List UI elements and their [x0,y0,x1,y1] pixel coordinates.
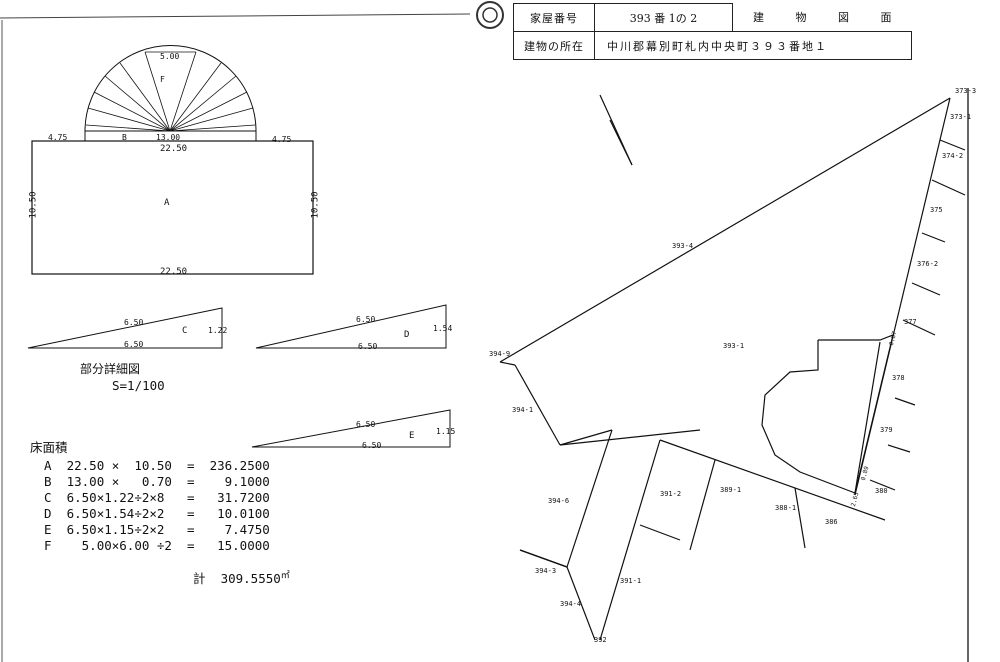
fan-top: 5.00 [160,52,180,61]
detail-c-h1: 1.22 [208,326,228,335]
left-offset: 4.75 [48,133,68,142]
detail-triangle-e [251,409,451,448]
seal-stamp-icon [476,1,504,29]
parcel-label: 393-4 [672,242,694,250]
dim-label: 0.89 [859,465,871,482]
header-table: 家屋番号 393 番 1の 2 建 物 図 面 建物の所在 中川郡幕別町札内中央… [513,3,912,60]
dim-label: 0.87 [887,330,899,347]
width-bottom: 22.50 [160,267,188,277]
dim-label: 2.65 [849,491,861,508]
parcel-label: 394-9 [489,350,511,358]
detail-e-side: 6.50 [356,420,376,429]
floor-area-row: B 13.00 × 0.70 = 9.1000 [44,474,270,489]
floor-area-row: E 6.50×1.15÷2×2 = 7.4750 [44,522,270,537]
parcel-label: 394-3 [535,567,557,575]
detail-d-label: D [404,330,410,340]
detail-scale: S=1/100 [112,378,165,393]
floor-area-row: C 6.50×1.22÷2×8 = 31.7200 [44,490,270,505]
parcel-label: 394-6 [548,497,570,505]
parcel-label: 377 [904,318,917,326]
detail-c-side: 6.50 [124,318,144,327]
detail-title: 部分詳細図 [80,362,141,376]
detail-e-h1: 1.15 [436,427,456,436]
building-a-outline [31,140,314,275]
detail-c-label: C [182,326,188,336]
parcel-label: 389-1 [720,486,742,494]
parcel-label: 378 [892,374,905,382]
parcel-label: 386 [825,518,838,526]
parcel-label: 394-4 [560,600,582,608]
parcel-label: 391-1 [620,577,642,585]
parcel-label: 375 [930,206,943,214]
location-value: 中川郡幕別町札内中央町３９３番地１ [594,31,912,60]
floor-area-total: 計 309.5550㎡ [193,571,290,587]
fan-f: F [160,75,165,84]
floor-area-row: A 22.50 × 10.50 = 236.2500 [44,458,270,473]
height-left: 10.50 [28,191,39,219]
detail-e-base: 6.50 [362,441,382,450]
parcel-label: 379 [880,426,893,434]
house-number-value: 393 番 1の 2 [594,3,733,32]
parcel-label: 376-2 [917,260,939,268]
parcel-label: 388-1 [775,504,797,512]
width-top: 22.50 [160,144,188,154]
parcel-label: 391-2 [660,490,682,498]
parcel-label: 374-2 [942,152,964,160]
right-offset: 4.75 [272,135,292,144]
b-width: 13.00 [156,133,181,142]
parcel-label: 393-1 [723,342,745,350]
parcel-label: 392 [594,636,607,644]
building-a-label: A [164,198,170,208]
detail-c-base: 6.50 [124,340,144,349]
site-map [499,94,966,641]
floor-area-title: 床面積 [30,440,68,455]
detail-e-label: E [409,431,415,441]
detail-triangle-d [255,304,447,349]
detail-d-h1: 1.54 [433,324,453,333]
floor-area-row: D 6.50×1.54÷2×2 = 10.0100 [44,506,270,521]
house-number-label: 家屋番号 [513,3,595,32]
document-title: 建 物 図 面 [753,11,906,25]
location-label: 建物の所在 [513,31,595,60]
detail-d-side: 6.50 [356,315,376,324]
detail-d-base: 6.50 [358,342,378,351]
parcel-label: 380 [875,487,888,495]
height-right: 10.50 [310,191,321,219]
parcel-label: 394-1 [512,406,534,414]
b-label: B [122,133,127,142]
floor-area-row: F 5.00×6.00 ÷2 = 15.0000 [44,538,270,553]
parcel-label: 373-1 [950,113,972,121]
parcel-label: 373-3 [955,87,977,95]
